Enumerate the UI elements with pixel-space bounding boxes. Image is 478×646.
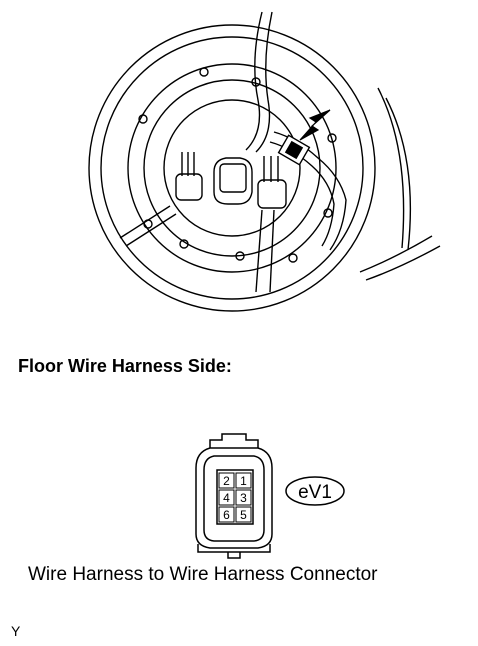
pin-cell: 2	[218, 472, 235, 489]
retainer-ring-inner	[143, 79, 321, 257]
pump-plate	[163, 99, 301, 237]
pin-label: 5	[240, 508, 247, 522]
harness-down	[255, 209, 263, 293]
pin-label: 6	[223, 508, 230, 522]
pin-label: 3	[240, 491, 247, 505]
figure-code: Y	[11, 623, 21, 639]
pin-label: 1	[240, 474, 247, 488]
pin-cell: 1	[235, 472, 252, 489]
harness-top-2	[255, 11, 273, 153]
section-title: Floor Wire Harness Side:	[18, 356, 232, 376]
harness-left-2	[125, 213, 177, 247]
pointer-arrow-icon	[299, 109, 331, 141]
pin-cell: 3	[235, 489, 252, 506]
outer-ring-inner	[100, 36, 364, 300]
connector-pins: 2 1 4 3 6 5	[218, 472, 252, 523]
target-connector	[277, 134, 311, 166]
pin-label: 4	[223, 491, 230, 505]
connector-housing	[195, 447, 273, 549]
connector-housing-inner	[203, 455, 265, 542]
connector-lock-tab	[209, 433, 259, 448]
fuel-pump-illustration	[88, 11, 441, 312]
harness-left	[119, 205, 171, 239]
body-panel-edge	[359, 235, 433, 273]
outer-ring	[88, 24, 376, 312]
pin-block	[216, 469, 254, 525]
center-connector	[213, 157, 253, 205]
body-panel-line-2	[385, 97, 412, 251]
connector-bottom-flange	[197, 544, 271, 553]
retainer-ring	[127, 63, 337, 273]
pin-cell: 5	[235, 506, 252, 523]
body-panel-edge-2	[365, 245, 441, 281]
pin-label: 2	[223, 474, 230, 488]
body-panel-line	[377, 87, 405, 249]
connector-caption: Wire Harness to Wire Harness Connector	[28, 564, 378, 585]
harness-top	[245, 11, 263, 151]
connector-bottom-tab	[227, 552, 241, 559]
pin-cell: 6	[218, 506, 235, 523]
connector-code: eV1	[298, 482, 332, 503]
left-connector	[175, 152, 203, 201]
right-connector	[257, 156, 287, 209]
harness-down-2	[269, 209, 275, 293]
pin-cell: 4	[218, 489, 235, 506]
connector-code-badge: eV1	[285, 476, 345, 506]
